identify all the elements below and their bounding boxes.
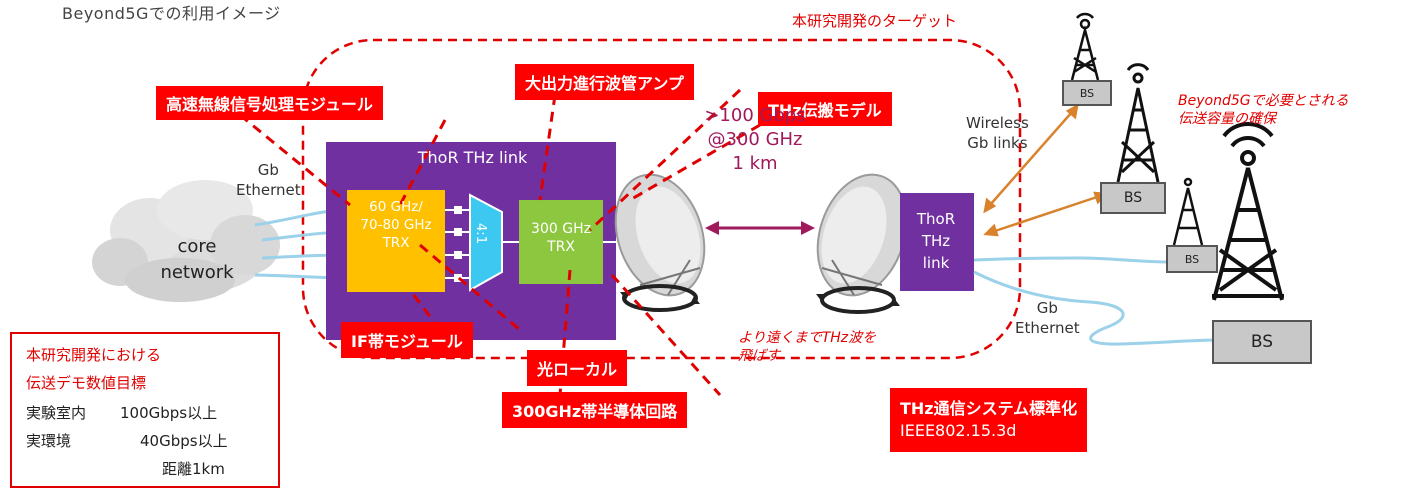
trx60-line-3: TRX bbox=[382, 235, 410, 251]
trx300-line-1: 300 GHz bbox=[531, 221, 591, 237]
wireless-line-2: Gb links bbox=[967, 134, 1028, 152]
rate-line-2: @300 GHz bbox=[707, 129, 803, 150]
bs-box-2: BS bbox=[1100, 182, 1166, 214]
rate-line-3: 1 km bbox=[732, 153, 778, 174]
thor-link-small-box bbox=[900, 193, 974, 291]
gb-ethernet-left-label: Gb Ethernet bbox=[236, 160, 301, 200]
thor-small-line-2: THz bbox=[921, 232, 951, 250]
far-note: より遠くまでTHz波を 飛ばす bbox=[738, 329, 876, 365]
link-rate-label: >100 Gbps @300 GHz 1 km bbox=[700, 104, 810, 176]
trx-60ghz-label: 60 GHz/ 70-80 GHz TRX bbox=[350, 198, 442, 252]
demo-target-box: 本研究開発における 伝送デモ数値目標 実験室内 100Gbps以上 実環境 40… bbox=[10, 332, 280, 488]
trx60-line-2: 70-80 GHz bbox=[360, 217, 432, 233]
target-label: 本研究開発のターゲット bbox=[792, 12, 958, 30]
target-region bbox=[301, 38, 1022, 360]
demo-row-value: 距離1km bbox=[162, 460, 225, 478]
tower-icon-4 bbox=[1212, 122, 1284, 301]
standard-line-1: THz通信システム標準化 bbox=[900, 399, 1078, 418]
cloud-line-2: network bbox=[160, 262, 234, 283]
cloud-icon bbox=[92, 180, 280, 302]
demo-row-label: 実験室内 bbox=[26, 404, 87, 422]
bs-cables bbox=[973, 256, 1221, 346]
beyond5g-note: Beyond5Gで必要とされる 伝送容量の確保 bbox=[1178, 92, 1349, 128]
gb-ethernet-right-label: Gb Ethernet bbox=[1015, 298, 1080, 338]
gbeth-left-line-2: Ethernet bbox=[236, 181, 301, 199]
callout-if-module: IF帯モジュール bbox=[341, 322, 473, 358]
callout-thz-model: THz伝搬モデル bbox=[758, 92, 892, 126]
demo-row-label: 実環境 bbox=[26, 432, 72, 450]
gbeth-left-line-1: Gb bbox=[257, 161, 279, 179]
mux-4to1 bbox=[469, 193, 503, 292]
callout-amplifier: 大出力進行波管アンプ bbox=[515, 64, 694, 100]
trx300-line-2: TRX bbox=[547, 239, 575, 255]
trx-300ghz-label: 300 GHz TRX bbox=[522, 220, 600, 256]
callout-semiconductor: 300GHz帯半導体回路 bbox=[502, 392, 688, 428]
core-network-label: core network bbox=[137, 234, 257, 286]
demo-title-1: 本研究開発における bbox=[26, 346, 162, 364]
b5g-line-1: Beyond5Gで必要とされる bbox=[1178, 93, 1349, 109]
wireless-label: Wireless Gb links bbox=[966, 113, 1029, 153]
mux-label: 4:1 bbox=[472, 223, 488, 244]
bs-box-1: BS bbox=[1062, 80, 1112, 106]
standard-line-2: IEEE802.15.3d bbox=[900, 421, 1017, 440]
cloud-line-1: core bbox=[177, 236, 217, 257]
page-caption: Beyond5Gでの利用イメージ bbox=[62, 4, 281, 23]
far-line-1: より遠くまでTHz波を bbox=[738, 330, 877, 346]
thor-small-line-3: link bbox=[922, 254, 950, 272]
tower-icon-2 bbox=[1116, 63, 1160, 183]
link-arrow bbox=[705, 221, 815, 235]
callout-lines bbox=[239, 88, 761, 397]
callout-signal-module: 高速無線信号処理モジュール bbox=[156, 86, 383, 120]
bs-box-4: BS bbox=[1212, 320, 1312, 364]
gbeth-right-line-1: Gb bbox=[1036, 299, 1058, 317]
rate-line-1: >100 Gbps bbox=[704, 105, 806, 126]
trx60-line-1: 60 GHz/ bbox=[369, 199, 423, 215]
b5g-line-2: 伝送容量の確保 bbox=[1178, 111, 1276, 127]
thor-small-line-1: ThoR bbox=[916, 210, 956, 228]
tower-icon-3 bbox=[1172, 177, 1204, 246]
thor-small-label: ThoR THz link bbox=[900, 208, 972, 274]
far-line-2: 飛ばす bbox=[738, 348, 780, 364]
gbeth-right-line-2: Ethernet bbox=[1015, 319, 1080, 337]
thor-link-title: ThoR THz link bbox=[417, 148, 528, 167]
demo-row-value: 40Gbps以上 bbox=[140, 432, 228, 450]
tower-icon-1 bbox=[1070, 12, 1100, 81]
demo-row-value: 100Gbps以上 bbox=[120, 404, 218, 422]
dish-antenna-left-icon bbox=[614, 173, 706, 312]
callout-optical-local: 光ローカル bbox=[527, 350, 628, 386]
dish-antenna-right-icon bbox=[816, 173, 908, 314]
wireless-line-1: Wireless bbox=[966, 114, 1029, 132]
trx-300ghz-box bbox=[519, 200, 603, 284]
demo-title-2: 伝送デモ数値目標 bbox=[26, 374, 147, 392]
callout-standardization: THz通信システム標準化 IEEE802.15.3d bbox=[890, 388, 1088, 452]
bs-box-3: BS bbox=[1166, 245, 1218, 273]
trx-60ghz-box bbox=[347, 190, 445, 292]
